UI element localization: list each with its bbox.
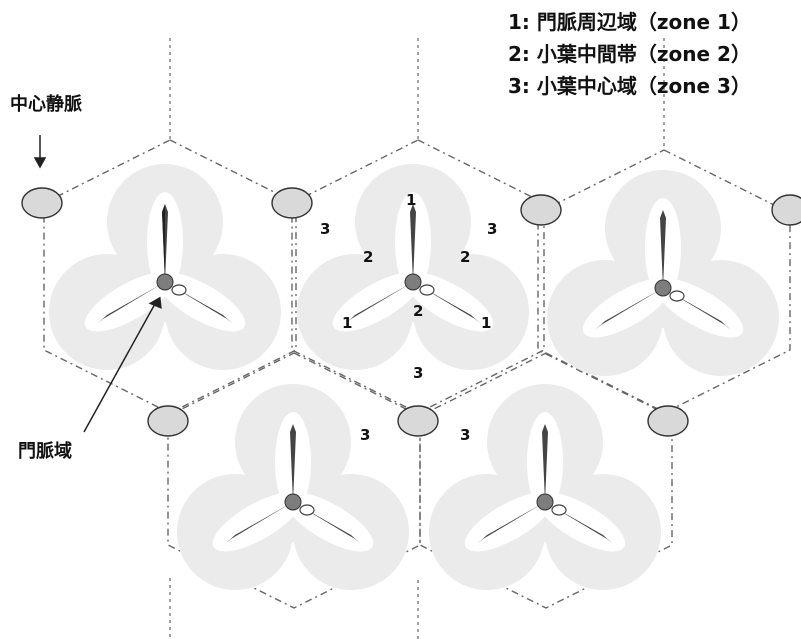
zone-label-1-top: 1 [406, 191, 416, 209]
portal-triad-2 [345, 204, 481, 324]
zone-label-2-bottom: 2 [413, 302, 423, 320]
pointer-arrows [33, 135, 162, 433]
central-vein-2 [271, 187, 313, 219]
zone-label-2-left: 2 [363, 248, 373, 266]
portal-triads [97, 204, 731, 544]
central-vein-3 [520, 194, 562, 226]
zone-legend: 1: 門脈周辺域（zone 1） 2: 小葉中間帯（zone 2） 3: 小葉中… [508, 6, 751, 102]
portal-triad-1 [97, 204, 233, 324]
portal-area-label: 門脈域 [18, 441, 72, 462]
zone-label-3-c: 3 [413, 364, 423, 382]
central-vein-1 [21, 187, 63, 219]
portal-triad-3 [595, 210, 731, 330]
zone-label-3-b: 3 [487, 220, 497, 238]
dotted-boundaries [169, 38, 665, 639]
legend-zone-2: 2: 小葉中間帯（zone 2） [508, 42, 751, 66]
legend-zone-1: 1: 門脈周辺域（zone 1） [508, 10, 751, 34]
zone-label-3-d: 3 [360, 426, 370, 444]
zone-number-labels: 1 1 1 2 2 2 3 3 3 3 3 [320, 191, 497, 444]
legend-zone-3: 3: 小葉中心域（zone 3） [508, 74, 751, 98]
central-vein-6 [397, 405, 439, 437]
zone-label-1-right: 1 [481, 314, 491, 332]
portal-triad-4 [225, 424, 361, 544]
zone-label-3-a: 3 [320, 220, 330, 238]
central-vein-5 [147, 405, 189, 437]
central-vein-7 [647, 405, 689, 437]
central-vein-label: 中心静脈 [10, 94, 82, 115]
central-vein-4 [771, 194, 801, 226]
central-veins [21, 187, 801, 437]
zone-label-3-e: 3 [460, 426, 470, 444]
zone-label-1-left: 1 [342, 314, 352, 332]
portal-area-arrow [83, 301, 157, 433]
portal-triad-5 [477, 424, 613, 544]
zone-label-2-right: 2 [460, 248, 470, 266]
